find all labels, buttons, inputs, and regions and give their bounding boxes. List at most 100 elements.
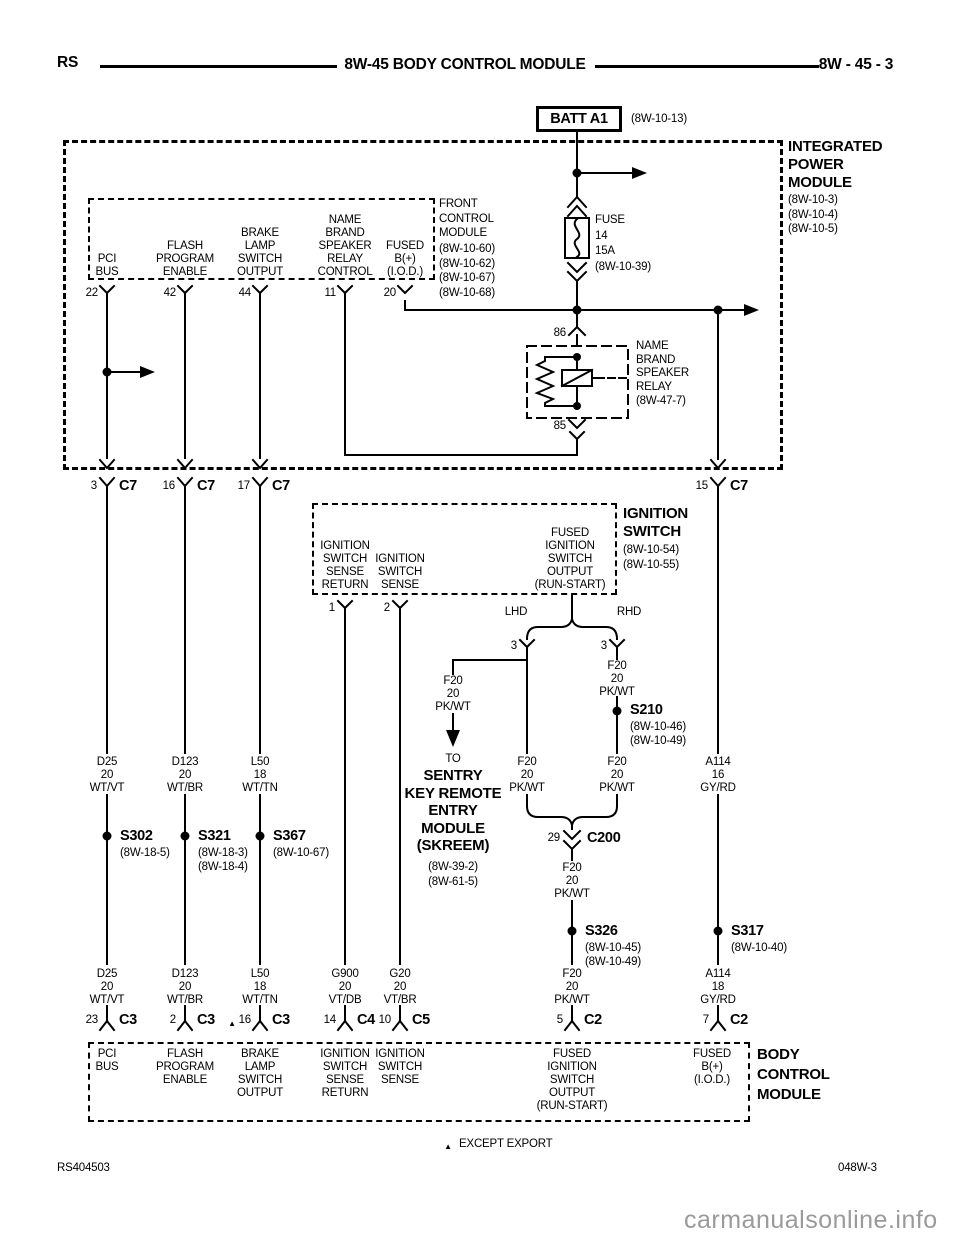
- wire-label-d25-top: D25 20 WT/VT: [89, 756, 125, 794]
- splice-s321-refs: (8W-18-3) (8W-18-4): [198, 847, 248, 873]
- fcm-pin-label-relay-control: NAME BRAND SPEAKER RELAY CONTROL: [317, 214, 373, 278]
- bcm-pin-14-conn: C4: [357, 1012, 375, 1028]
- fcm-pin-44: 44: [238, 287, 252, 299]
- wire-label-f20-bot: F20 20 PK/WT: [554, 968, 590, 1006]
- fcm-pin-label-flash-program: FLASH PROGRAM ENABLE: [155, 240, 215, 278]
- c200-name: C200: [587, 830, 621, 846]
- lhd-pin-3: 3: [510, 640, 517, 652]
- wire-label-l50-bot: L50 18 WT/TN: [242, 968, 278, 1006]
- bcm-label-sense: IGNITION SWITCH SENSE: [375, 1048, 425, 1086]
- header-rule-left: [100, 65, 337, 68]
- footnote-text: EXCEPT EXPORT: [459, 1138, 553, 1150]
- c7-pin-17-num: 17: [237, 480, 251, 492]
- junction-dots: [102, 168, 723, 936]
- bcm-pin-connectors: [98, 1011, 727, 1032]
- bcm-pin-10-num: 10: [378, 1014, 392, 1026]
- relay-ref: (8W-47-7): [636, 395, 686, 407]
- wire-label-g900: G900 20 VT/DB: [328, 968, 362, 1006]
- ignition-pin1-label: IGNITION SWITCH SENSE RETURN: [320, 540, 370, 591]
- wire-label-d123-bot: D123 20 WT/BR: [166, 968, 204, 1006]
- bcm-pin-5-num: 5: [556, 1014, 563, 1026]
- ignition-output-label: FUSED IGNITION SWITCH OUTPUT (RUN-START): [534, 527, 606, 591]
- bcm-pin-2-conn: C3: [197, 1012, 215, 1028]
- bcm-pin-16-marker: ▲: [228, 1019, 236, 1028]
- bcm-pin-14-num: 14: [323, 1014, 337, 1026]
- c7-pin-17-conn: C7: [272, 478, 290, 494]
- bcm-pin-23-num: 23: [85, 1014, 99, 1026]
- splice-s210-name: S210: [630, 702, 663, 718]
- lhd-label: LHD: [504, 606, 528, 618]
- header-rule-right: [595, 65, 819, 68]
- fcm-pin-11: 11: [324, 287, 336, 299]
- wire-label-a114-top: A114 16 GY/RD: [700, 756, 736, 794]
- doc-number-right: 048W-3: [838, 1162, 877, 1174]
- wire-label-f20-rhd-bot: F20 20 PK/WT: [599, 756, 635, 794]
- c7-connectors: [98, 476, 727, 498]
- skreem-to: TO: [445, 753, 461, 765]
- skreem-title: SENTRY KEY REMOTE ENTRY MODULE (SKREEM): [404, 767, 502, 854]
- relay-symbol: [526, 309, 629, 456]
- ignition-pin2-label: IGNITION SWITCH SENSE: [375, 553, 425, 591]
- bcm-label-fused-b: FUSED B(+) (I.O.D.): [693, 1048, 731, 1086]
- splice-s321-name: S321: [198, 828, 231, 844]
- ignition-pin2-num: 2: [383, 602, 390, 614]
- bcm-box: [88, 1042, 750, 1122]
- wire-label-f20-lhd: F20 20 PK/WT: [509, 756, 545, 794]
- wire-label-f20-branch: F20 20 PK/WT: [435, 675, 471, 713]
- bcm-pin-7-num: 7: [702, 1014, 709, 1026]
- fcm-pin-20: 20: [383, 287, 397, 299]
- bcm-label-fused-ignition: FUSED IGNITION SWITCH OUTPUT (RUN-START): [536, 1048, 608, 1112]
- splice-s326-name: S326: [585, 923, 618, 939]
- batt-a1-label: BATT A1: [550, 111, 608, 127]
- c200-pin-num: 29: [547, 832, 561, 844]
- skreem-refs: (8W-39-2) (8W-61-5): [428, 861, 478, 888]
- fcm-pin-42: 42: [163, 287, 177, 299]
- page-code: RS: [57, 54, 79, 71]
- harness-runs: [106, 496, 719, 1013]
- fcm-pin-label-brake-lamp: BRAKE LAMP SWITCH OUTPUT: [236, 227, 284, 278]
- bcm-title: BODY CONTROL MODULE: [757, 1046, 830, 1103]
- batt-feed-wire: [564, 130, 633, 311]
- relay-pin-86: 86: [553, 327, 567, 339]
- bcm-pin-23-conn: C3: [119, 1012, 137, 1028]
- splice-s367-name: S367: [273, 828, 306, 844]
- ipm-refs: (8W-10-3) (8W-10-4) (8W-10-5): [788, 194, 838, 235]
- fcm-box: [88, 198, 435, 280]
- relay-label: NAME BRAND SPEAKER RELAY: [636, 340, 689, 393]
- bcm-label-sense-return: IGNITION SWITCH SENSE RETURN: [320, 1048, 370, 1099]
- page-number: 8W - 45 - 3: [818, 56, 894, 73]
- c7-pin-16-conn: C7: [197, 478, 215, 494]
- wire-label-d25-bot: D25 20 WT/VT: [89, 968, 125, 1006]
- splice-s302-refs: (8W-18-5): [120, 847, 170, 859]
- ignition-switch-box: [312, 503, 617, 595]
- bcm-label-pci-bus: PCI BUS: [95, 1048, 119, 1073]
- bcm-pin-2-num: 2: [169, 1014, 176, 1026]
- bcm-pin-16-num: 16: [238, 1014, 252, 1026]
- splice-s326-refs: (8W-10-45) (8W-10-49): [585, 942, 641, 968]
- c7-pin-16-num: 16: [162, 480, 176, 492]
- wire-label-f20-rhd-top: F20 20 PK/WT: [599, 660, 635, 698]
- batt-a1-ref: (8W-10-13): [631, 113, 687, 125]
- splice-s367-refs: (8W-10-67): [273, 847, 329, 859]
- ignition-switch-refs: (8W-10-54) (8W-10-55): [623, 544, 679, 571]
- splice-s302-name: S302: [120, 828, 153, 844]
- batt-a1-box: BATT A1: [536, 106, 622, 132]
- splice-s317-name: S317: [731, 923, 764, 939]
- footnote-triangle-icon: ▲: [444, 1142, 452, 1151]
- c7-pin-3-conn: C7: [119, 478, 137, 494]
- fcm-refs: (8W-10-60) (8W-10-62) (8W-10-67) (8W-10-…: [439, 243, 495, 299]
- fuse-label: FUSE 14 15A (8W-10-39): [595, 214, 651, 273]
- fcm-title: FRONT CONTROL MODULE: [439, 198, 494, 239]
- bcm-label-flash-program: FLASH PROGRAM ENABLE: [155, 1048, 215, 1086]
- ignition-switch-title: IGNITION SWITCH: [623, 505, 689, 540]
- watermark: carmanualsonline.info: [684, 1206, 938, 1234]
- rhd-label: RHD: [616, 606, 642, 618]
- page-title: 8W-45 BODY CONTROL MODULE: [344, 56, 586, 73]
- wire-label-g20: G20 20 VT/BR: [383, 968, 417, 1006]
- ipm-box: [63, 140, 783, 470]
- bcm-pin-5-conn: C2: [584, 1012, 602, 1028]
- wire-label-f20-mid: F20 20 PK/WT: [554, 862, 590, 900]
- bcm-pin-10-conn: C5: [412, 1012, 430, 1028]
